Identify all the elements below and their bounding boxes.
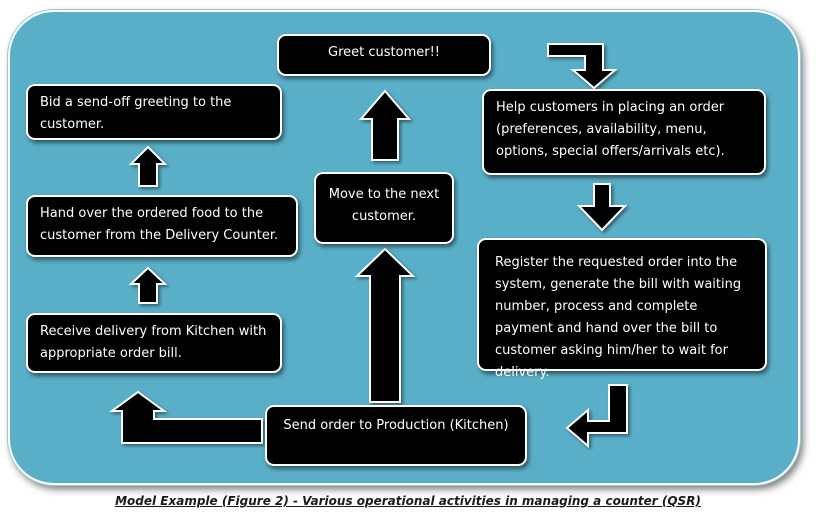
help-customers-box: Help customers in placing an order (pref… — [482, 89, 766, 175]
send-off-greeting-box: Bid a send-off greeting to the customer. — [26, 84, 282, 140]
arrow-greet-to-help — [547, 43, 618, 90]
hand-over-food-box: Hand over the ordered food to the custom… — [26, 195, 298, 257]
arrow-send-to-next — [354, 247, 416, 403]
arrow-register-to-send — [565, 384, 628, 449]
figure-caption: Model Example (Figure 2) - Various opera… — [115, 494, 701, 508]
arrow-receive-to-handover — [128, 266, 168, 304]
register-order-box: Register the requested order into the sy… — [477, 238, 767, 380]
greet-customer-box: Greet customer!! — [277, 34, 491, 76]
arrow-send-to-receive — [108, 390, 263, 444]
send-to-production-box: Send order to Production (Kitchen) — [265, 405, 527, 466]
arrow-next-to-greet — [358, 89, 412, 161]
arrow-handover-to-bid — [128, 145, 168, 187]
next-customer-box: Move to the next customer. — [314, 172, 454, 244]
arrow-help-to-register — [576, 183, 628, 232]
receive-delivery-box: Receive delivery from Kitchen with appro… — [26, 313, 282, 373]
